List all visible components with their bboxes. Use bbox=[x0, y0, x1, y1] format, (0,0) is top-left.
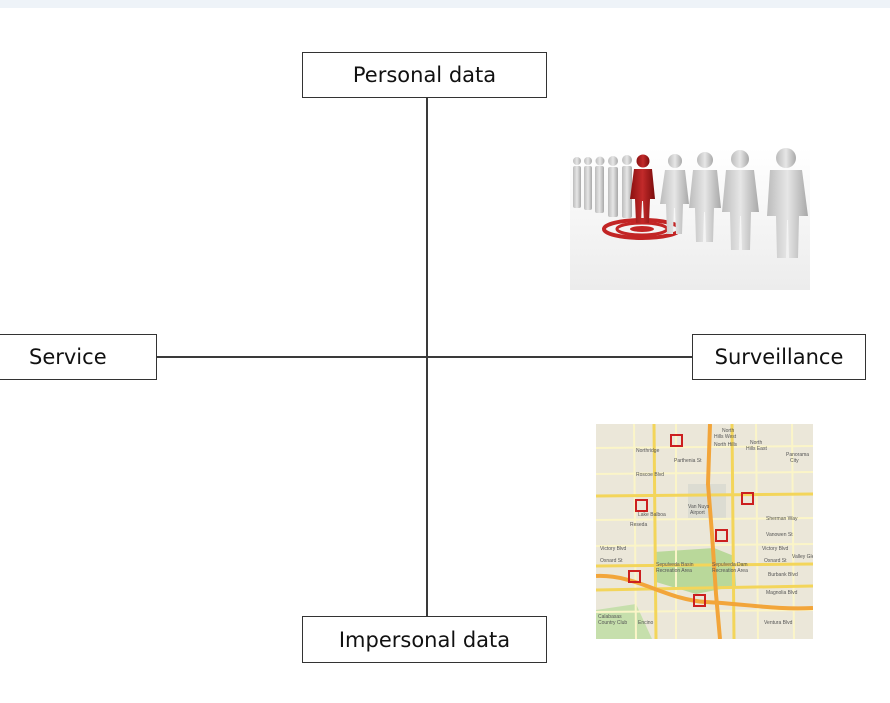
svg-text:Panorama: Panorama bbox=[786, 452, 809, 458]
people-target-image bbox=[570, 148, 810, 290]
top-bar bbox=[0, 0, 890, 8]
svg-text:Calabasas: Calabasas bbox=[598, 614, 622, 620]
svg-text:Country Club: Country Club bbox=[598, 620, 627, 626]
svg-text:Reseda: Reseda bbox=[630, 522, 647, 528]
label-personal-data-text: Personal data bbox=[352, 63, 497, 87]
label-impersonal-data: Impersonal data bbox=[302, 616, 547, 663]
svg-text:Airport: Airport bbox=[690, 510, 705, 516]
svg-text:City: City bbox=[790, 458, 799, 464]
svg-text:Hills East: Hills East bbox=[746, 446, 767, 452]
svg-text:Lake Balboa: Lake Balboa bbox=[638, 512, 666, 518]
svg-text:Ventura Blvd: Ventura Blvd bbox=[764, 620, 793, 626]
horizontal-axis bbox=[157, 356, 692, 358]
svg-text:Van Nuys: Van Nuys bbox=[688, 504, 710, 510]
svg-text:Victory Blvd: Victory Blvd bbox=[600, 546, 627, 552]
svg-text:Victory Blvd: Victory Blvd bbox=[762, 546, 789, 552]
label-personal-data: Personal data bbox=[302, 52, 547, 98]
svg-text:Parthenia St: Parthenia St bbox=[674, 458, 702, 464]
svg-text:Northridge: Northridge bbox=[636, 448, 660, 454]
label-service: Service bbox=[0, 334, 157, 380]
map-image: North Hills West North Hills North Hills… bbox=[596, 424, 813, 639]
vertical-axis bbox=[426, 97, 428, 621]
svg-text:Vanowen St: Vanowen St bbox=[766, 532, 793, 538]
svg-text:Sherman Way: Sherman Way bbox=[766, 516, 798, 522]
svg-text:Magnolia Blvd: Magnolia Blvd bbox=[766, 590, 798, 596]
svg-text:North Hills: North Hills bbox=[714, 442, 738, 448]
svg-text:Valley Glen: Valley Glen bbox=[792, 554, 813, 560]
label-surveillance-text: Surveillance bbox=[714, 345, 844, 369]
label-impersonal-data-text: Impersonal data bbox=[338, 627, 511, 652]
svg-text:Burbank Blvd: Burbank Blvd bbox=[768, 572, 798, 578]
svg-text:Recreation Area: Recreation Area bbox=[656, 568, 692, 574]
svg-text:Recreation Area: Recreation Area bbox=[712, 568, 748, 574]
map-markers bbox=[628, 434, 754, 607]
svg-text:Oxnard St: Oxnard St bbox=[764, 558, 787, 564]
svg-text:North: North bbox=[750, 440, 762, 446]
svg-text:Hills West: Hills West bbox=[714, 434, 737, 440]
svg-text:Sepulveda Basin: Sepulveda Basin bbox=[656, 562, 694, 568]
label-service-text: Service bbox=[29, 345, 107, 369]
svg-text:Sepulveda Dam: Sepulveda Dam bbox=[712, 562, 748, 568]
svg-text:Roscoe Blvd: Roscoe Blvd bbox=[636, 472, 664, 478]
svg-text:Encino: Encino bbox=[638, 620, 654, 626]
svg-text:Oxnard St: Oxnard St bbox=[600, 558, 623, 564]
red-figure bbox=[630, 154, 655, 223]
label-surveillance: Surveillance bbox=[692, 334, 866, 380]
svg-text:North: North bbox=[722, 428, 734, 434]
